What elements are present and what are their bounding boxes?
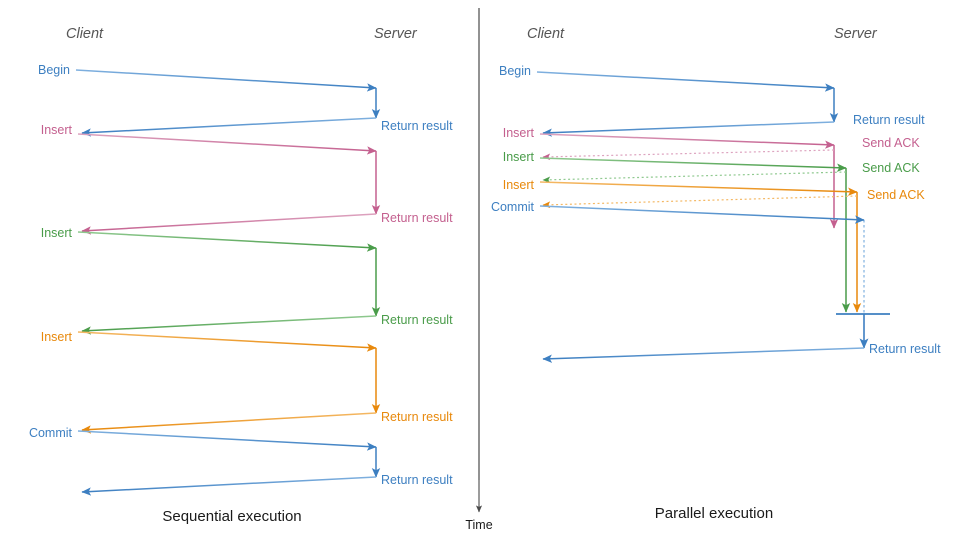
left-server-label-2: Return result <box>381 313 453 327</box>
left-client-label-3: Insert <box>41 330 73 344</box>
right-message-request-0 <box>536 71 835 92</box>
right-server-label-3: Send ACK <box>867 188 925 202</box>
left-message-request-4 <box>77 231 377 252</box>
left-server-label-4: Return result <box>381 473 453 487</box>
right-message-request-6 <box>539 181 858 196</box>
left-server-label-1: Return result <box>381 211 453 225</box>
left-message-response-5 <box>81 315 377 335</box>
left-client-label-1: Insert <box>41 123 73 137</box>
left-message-request-8 <box>77 430 377 451</box>
right-message-response-9 <box>542 347 865 363</box>
left-server-label-3: Return result <box>381 410 453 424</box>
right-message-request-4 <box>539 157 847 172</box>
caption-sequential-execution: Sequential execution <box>162 508 301 525</box>
right-client-label-3: Insert <box>503 178 535 192</box>
right-client-label-2: Insert <box>503 150 535 164</box>
left-panel-flows <box>75 69 381 496</box>
left-client-label-0: Begin <box>38 63 70 77</box>
left-message-request-6 <box>77 331 377 352</box>
left-client-label-2: Insert <box>41 226 73 240</box>
right-panel-flows <box>536 71 890 363</box>
right-message-ack-5 <box>542 171 847 184</box>
left-message-response-1 <box>81 117 377 137</box>
left-message-response-9 <box>81 476 377 496</box>
left-message-request-0 <box>75 69 377 92</box>
left-message-response-7 <box>81 412 377 434</box>
right-server-label-2: Send ACK <box>862 161 920 175</box>
right-server-label-0: Return result <box>853 113 925 127</box>
right-message-request-2 <box>539 133 835 149</box>
time-axis-label: Time <box>465 518 492 532</box>
left-client-label-4: Commit <box>29 426 73 440</box>
right-message-ack-7 <box>542 195 858 209</box>
right-message-response-1 <box>542 121 835 137</box>
right-client-label-4: Commit <box>491 200 535 214</box>
right-message-ack-3 <box>542 149 835 161</box>
right-message-request-8 <box>539 205 865 224</box>
right-server-label-4: Return result <box>869 342 941 356</box>
right-client-label-0: Begin <box>499 64 531 78</box>
left-message-response-3 <box>81 213 377 235</box>
right-server-label-1: Send ACK <box>862 136 920 150</box>
lane-heading-server-right: Server <box>834 26 878 42</box>
left-server-label-0: Return result <box>381 119 453 133</box>
left-message-request-2 <box>77 133 377 155</box>
lane-heading-client-right: Client <box>527 26 565 42</box>
right-client-label-1: Insert <box>503 126 535 140</box>
lane-heading-server-left: Server <box>374 26 418 42</box>
lane-heading-client-left: Client <box>66 26 104 42</box>
caption-parallel-execution: Parallel execution <box>655 505 773 522</box>
